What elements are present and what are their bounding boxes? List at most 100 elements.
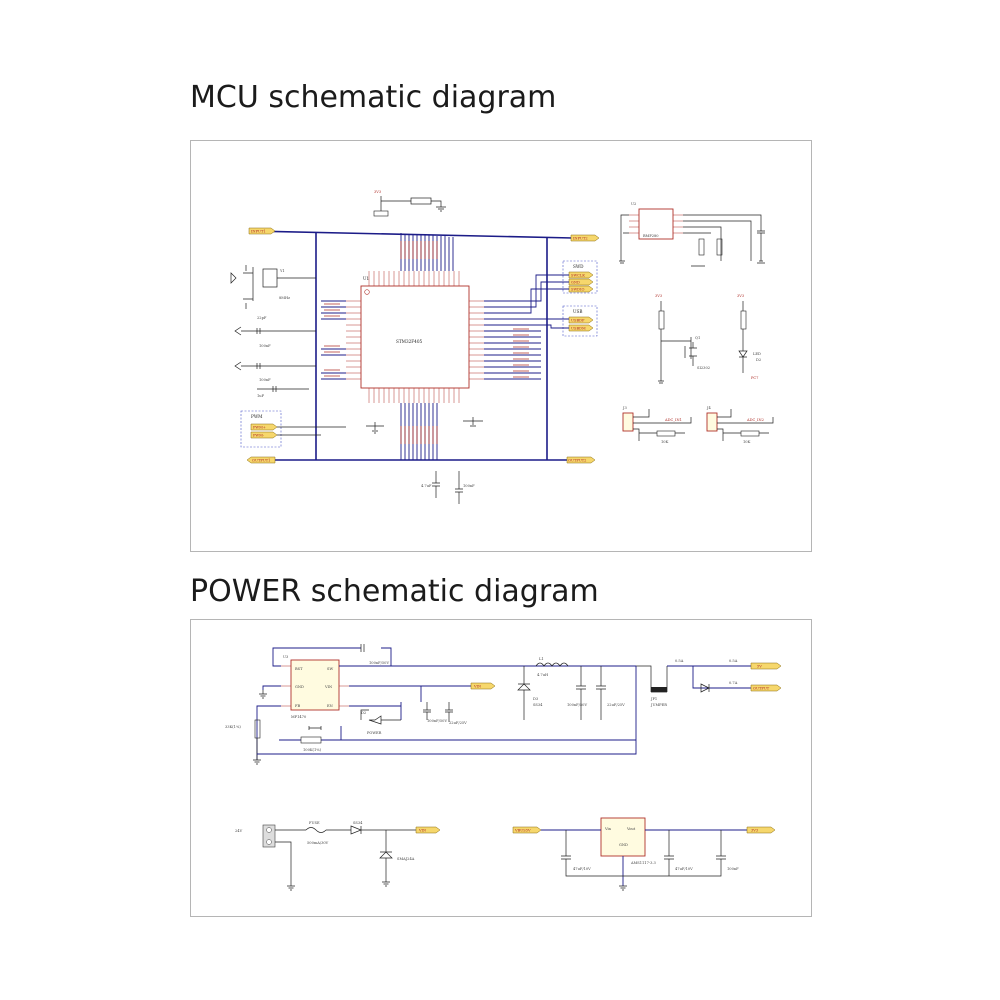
svg-text:PWM-: PWM- [253, 434, 265, 438]
svg-text:5V: 5V [757, 665, 762, 669]
mcu-ref-label: U1 [363, 276, 370, 281]
jumper-jp1: JP1 JUMPER [636, 665, 668, 707]
svg-text:BST: BST [295, 667, 303, 671]
svg-text:0.7A: 0.7A [729, 681, 738, 685]
svg-text:3V3: 3V3 [751, 829, 759, 833]
svg-text:SWCLK: SWCLK [571, 274, 585, 278]
svg-text:USBDM: USBDM [571, 327, 586, 331]
gnd-symbol-1 [259, 690, 267, 699]
fanout-right [484, 330, 541, 380]
net-flag-input2: INPUT2 [570, 234, 600, 242]
svg-text:OUTPUT1: OUTPUT1 [252, 459, 270, 463]
red-labels-bottom [400, 426, 438, 444]
left-caps: 100nF 100nF 1uF [234, 326, 316, 398]
svg-text:OUTPUT2: OUTPUT2 [568, 459, 586, 463]
net-flag-input1: INPUT1 [248, 227, 276, 235]
power-led-d2: POWER D2 [360, 709, 401, 735]
svg-text:Vout: Vout [626, 827, 636, 831]
output-diode [700, 683, 710, 693]
svg-text:0.5A: 0.5A [675, 659, 684, 663]
input-diode: SS34 [350, 821, 416, 835]
svg-text:100nF: 100nF [259, 378, 271, 382]
sensor-chip-u2: BMP280 U2 [619, 202, 765, 267]
net-flag-output2: OUTPUT2 [566, 456, 596, 464]
svg-text:PWM: PWM [251, 414, 263, 419]
power-schematic-panel: BST SW GND VIN FB EN MP1470 U3 100nF/50V… [190, 619, 812, 917]
mcu-schematic: INPUT1 INPUT2 OUTPUT1 OUTPUT2 STM32F405 … [230, 190, 774, 504]
ldo-caps [561, 830, 726, 877]
svg-text:33K(1%): 33K(1%) [225, 725, 241, 729]
schottky-d3: D3 SS34 [517, 666, 543, 720]
svg-text:D2: D2 [361, 711, 366, 715]
svg-text:EN: EN [327, 704, 333, 708]
out-flag-5v: 5V [750, 662, 782, 670]
svg-text:SI2302: SI2302 [697, 366, 710, 370]
boot-resistor [373, 196, 446, 217]
swd-header-group: SWD SWCLK GND SWDIO [484, 260, 598, 314]
svg-text:MP1470: MP1470 [291, 715, 307, 719]
fanout-bottom [400, 403, 438, 460]
mcu-chip-u1: STM32F405 U1 [346, 271, 484, 403]
adc-header-1: ADC_IN1 10K J3 [622, 406, 692, 444]
svg-text:J3: J3 [622, 406, 627, 410]
svg-text:AMS1117-3.3: AMS1117-3.3 [630, 861, 657, 865]
svg-text:D2: D2 [756, 358, 761, 362]
svg-text:1uF: 1uF [257, 394, 265, 398]
svg-text:100K(1%): 100K(1%) [303, 748, 322, 752]
ldo-out-flag: 3V3 [746, 826, 776, 834]
output-caps [576, 666, 606, 720]
svg-text:8MHz: 8MHz [279, 296, 290, 300]
svg-text:24V: 24V [235, 829, 243, 833]
gnd-symbol-2 [253, 738, 261, 765]
svg-text:FUSE: FUSE [309, 821, 320, 825]
svg-text:100nF: 100nF [259, 344, 271, 348]
pwm-header-group: PWM PWM+ PWM- [240, 410, 346, 448]
svg-text:VBUS5V: VBUS5V [514, 829, 531, 833]
svg-text:OUTPUT: OUTPUT [753, 687, 770, 691]
svg-text:Vin: Vin [604, 827, 612, 831]
svg-text:SS34: SS34 [353, 821, 363, 825]
power-schematic: BST SW GND VIN FB EN MP1470 U3 100nF/50V… [225, 644, 782, 891]
svg-text:100nF/50V: 100nF/50V [567, 703, 587, 707]
svg-text:POWER: POWER [367, 731, 382, 735]
svg-text:VIN: VIN [324, 685, 332, 689]
adc-header-2: ADC_IN2 10K J4 [706, 406, 774, 444]
fb-resistor-1 [254, 719, 261, 739]
svg-text:SMAJ24A: SMAJ24A [397, 857, 415, 861]
svg-text:100nF: 100nF [727, 867, 739, 871]
mcu-model-label: STM32F405 [396, 339, 423, 344]
svg-text:J4: J4 [706, 406, 711, 410]
mosfet-q1: SI2302 Q1 3V3 [655, 294, 710, 384]
svg-text:SWD: SWD [573, 264, 584, 269]
svg-text:INPUT1: INPUT1 [251, 230, 266, 234]
out-flag-output: OUTPUT [750, 684, 782, 692]
power-heading: POWER schematic diagram [190, 574, 599, 609]
svg-text:4.7uH: 4.7uH [537, 673, 548, 677]
bottom-caps: 4.7uF 100nF [366, 417, 483, 504]
svg-text:SS34: SS34 [533, 703, 543, 707]
vin-flag: VIN [470, 682, 496, 690]
svg-text:3V3: 3V3 [655, 294, 663, 298]
red-labels-left [324, 303, 340, 377]
input-terminal: 24V [235, 824, 306, 891]
svg-text:INPUT2: INPUT2 [573, 237, 588, 241]
svg-text:22uF/25V: 22uF/25V [607, 703, 625, 707]
svg-text:VIN: VIN [418, 829, 426, 833]
net-flag-output1: OUTPUT1 [246, 456, 276, 464]
svg-text:Q1: Q1 [695, 336, 700, 340]
svg-text:100nF: 100nF [463, 484, 475, 488]
svg-text:GND: GND [619, 843, 628, 847]
svg-text:10K: 10K [661, 440, 669, 444]
vdd-label-top: 3V3 [374, 190, 382, 194]
svg-text:10K: 10K [743, 440, 751, 444]
svg-text:SWDIO: SWDIO [571, 288, 584, 292]
usb-header-group: USB USBDP USBDM [484, 305, 598, 337]
svg-text:JUMPER: JUMPER [650, 703, 667, 707]
crystal-y1: 8MHz 22pF Y1 [230, 265, 316, 320]
svg-text:U3: U3 [283, 655, 289, 659]
buck-converter-u3: BST SW GND VIN FB EN MP1470 U3 [281, 655, 349, 719]
svg-text:USB: USB [573, 309, 582, 314]
svg-text:4.7uF: 4.7uF [421, 484, 432, 488]
led-d2: LED D2 PC7 3V3 [737, 294, 761, 380]
svg-text:L1: L1 [539, 657, 544, 661]
